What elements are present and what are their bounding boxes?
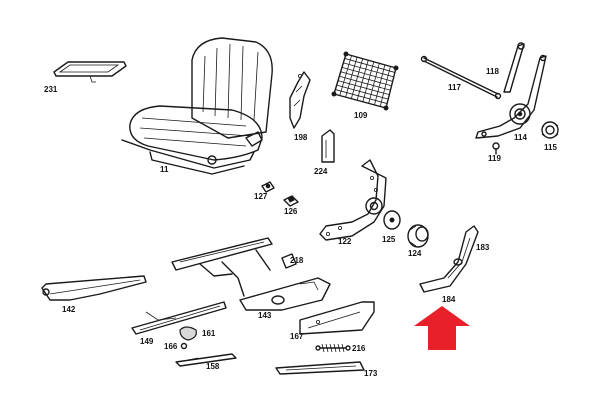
label-125: 125 xyxy=(382,235,396,244)
label-198: 198 xyxy=(294,133,308,142)
part-117-rod[interactable] xyxy=(420,55,502,100)
net-mesh-line xyxy=(341,66,393,82)
part-124-knob[interactable] xyxy=(407,224,429,248)
net-mesh-line xyxy=(335,89,388,104)
part-127-clip[interactable] xyxy=(261,181,275,193)
net-mesh-line xyxy=(345,57,358,98)
net-mesh-line xyxy=(362,61,375,102)
label-118: 118 xyxy=(486,67,499,76)
label-173: 173 xyxy=(364,369,378,378)
net-mesh-line xyxy=(344,58,395,73)
label-149: 149 xyxy=(140,337,154,346)
label-11: 11 xyxy=(160,165,169,174)
label-114: 114 xyxy=(514,133,527,142)
part-109-net[interactable] xyxy=(331,51,399,111)
part-labels: 231 11 198 109 117 118 114 115 119 224 1… xyxy=(44,67,557,378)
part-216-spring[interactable] xyxy=(315,343,351,353)
part-161-handle[interactable] xyxy=(179,326,197,341)
net-mesh-line xyxy=(350,58,364,99)
label-115: 115 xyxy=(544,143,557,152)
label-124: 124 xyxy=(408,249,422,258)
part-224-clip[interactable] xyxy=(321,129,335,163)
net-mesh-line xyxy=(343,62,394,78)
label-224: 224 xyxy=(314,167,328,176)
label-184: 184 xyxy=(442,295,456,304)
label-216: 216 xyxy=(352,344,366,353)
label-122: 122 xyxy=(338,237,352,246)
label-158: 158 xyxy=(206,362,220,371)
part-218-clip[interactable] xyxy=(281,253,297,269)
net-mesh-line xyxy=(374,64,386,105)
part-142-rail[interactable] xyxy=(41,275,147,301)
net-mesh-line xyxy=(337,80,390,96)
part-173-strip[interactable] xyxy=(275,361,365,375)
net-mesh-line xyxy=(368,63,380,104)
part-114-recliner[interactable] xyxy=(475,54,547,139)
part-149-rail[interactable] xyxy=(131,301,227,335)
part-143-panel[interactable] xyxy=(171,237,331,311)
part-126-clip[interactable] xyxy=(283,195,299,207)
label-127: 127 xyxy=(254,192,268,201)
red-arrow-up-icon xyxy=(414,306,470,350)
label-143: 143 xyxy=(258,311,272,320)
label-126: 126 xyxy=(284,207,298,216)
label-231: 231 xyxy=(44,85,58,94)
part-11-seat[interactable] xyxy=(121,37,273,175)
label-117: 117 xyxy=(448,83,461,92)
label-142: 142 xyxy=(62,305,76,314)
part-119-screw[interactable] xyxy=(492,142,500,155)
part-167-panel[interactable] xyxy=(299,301,375,335)
part-198-bracket[interactable] xyxy=(289,71,311,129)
label-166: 166 xyxy=(164,342,178,351)
part-158-strip[interactable] xyxy=(175,353,237,367)
net-mesh-line xyxy=(379,66,391,107)
part-166-screw[interactable] xyxy=(180,342,188,350)
part-115-knob[interactable] xyxy=(541,121,559,139)
part-118-lever[interactable] xyxy=(503,42,525,93)
part-183-184-hinge-cover[interactable] xyxy=(419,225,479,293)
part-122-hinge-plate[interactable] xyxy=(319,159,387,241)
label-218: 218 xyxy=(290,256,304,265)
net-mesh-line xyxy=(336,84,389,100)
label-109: 109 xyxy=(354,111,368,120)
net-mesh-line xyxy=(339,55,352,96)
net-mesh-line xyxy=(356,60,369,101)
label-161: 161 xyxy=(202,329,216,338)
label-167: 167 xyxy=(290,332,304,341)
net-mesh-line xyxy=(339,75,391,91)
part-231-tray[interactable] xyxy=(53,61,127,83)
part-125-washer[interactable] xyxy=(383,210,401,230)
label-183: 183 xyxy=(476,243,490,252)
net-mesh-line xyxy=(340,71,392,87)
label-119: 119 xyxy=(488,154,501,163)
